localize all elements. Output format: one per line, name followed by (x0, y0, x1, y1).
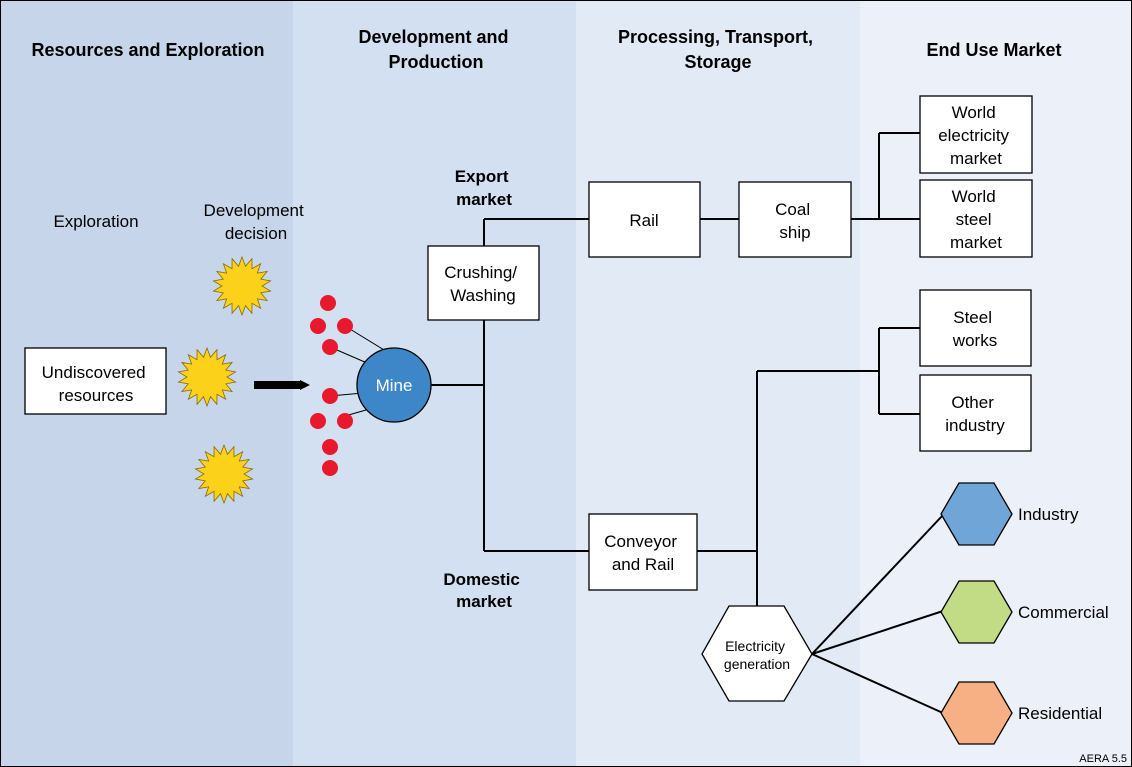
red-dot (320, 295, 336, 311)
red-dot (337, 318, 353, 334)
development-decision-label: Development decision (204, 201, 309, 243)
commercial-label: Commercial (1018, 603, 1109, 622)
mine-node (356, 347, 432, 423)
steel-works-box (919, 289, 1032, 367)
export-market-label: Export market (455, 167, 514, 209)
crushing-washing-box (427, 245, 540, 321)
red-dot (322, 339, 338, 355)
coal-ship-label: Coal ship (775, 200, 815, 242)
crushing-washing-label: Crushing/ Washing (444, 263, 522, 305)
world-steel-market-box (919, 179, 1033, 258)
world-steel-market-label: World steel market (950, 187, 1002, 252)
red-dot (310, 413, 326, 429)
undiscovered-resources-box (24, 347, 167, 415)
red-dot (322, 439, 338, 455)
conveyor-rail-box (588, 513, 698, 591)
residential-label: Residential (1018, 704, 1102, 723)
industry-hexagon (940, 482, 1013, 546)
industry-label: Industry (1018, 505, 1079, 524)
undiscovered-resources-label: Undiscovered resources (42, 363, 151, 405)
footer-code: AERA 5.5 (1079, 753, 1127, 765)
header-processing: Processing, Transport, Storage (618, 27, 818, 72)
electricity-generation-hexagon (701, 605, 813, 702)
mine-label: Mine (376, 376, 413, 395)
red-dot (322, 460, 338, 476)
header-resources: Resources and Exploration (31, 40, 264, 60)
conveyor-rail-label: Conveyor and Rail (604, 532, 682, 574)
sun-burst-icon (212, 255, 272, 317)
rail-box (588, 181, 701, 258)
header-end-use: End Use Market (926, 40, 1061, 60)
other-industry-label: Other industry (945, 393, 1005, 435)
red-dot (310, 318, 326, 334)
column-bg-development (293, 0, 576, 767)
red-dot (337, 413, 353, 429)
sun-burst-icon (177, 346, 237, 408)
world-electricity-market-box (919, 95, 1033, 174)
world-electricity-market-label: World electricity market (938, 103, 1014, 168)
coal-ship-box (738, 181, 852, 258)
electricity-generation-label: Electricity generation (724, 638, 790, 672)
commercial-hexagon (940, 580, 1013, 644)
exploration-label: Exploration (53, 212, 138, 231)
red-dot (322, 388, 338, 404)
header-development: Development and Production (358, 27, 513, 72)
domestic-market-label: Domestic market (443, 570, 524, 611)
other-industry-box (919, 374, 1032, 452)
sun-burst-icon (194, 443, 254, 505)
residential-hexagon (940, 681, 1013, 745)
rail-label: Rail (629, 211, 658, 230)
steel-works-label: Steel works (952, 308, 997, 350)
connector-lines (422, 132, 944, 714)
